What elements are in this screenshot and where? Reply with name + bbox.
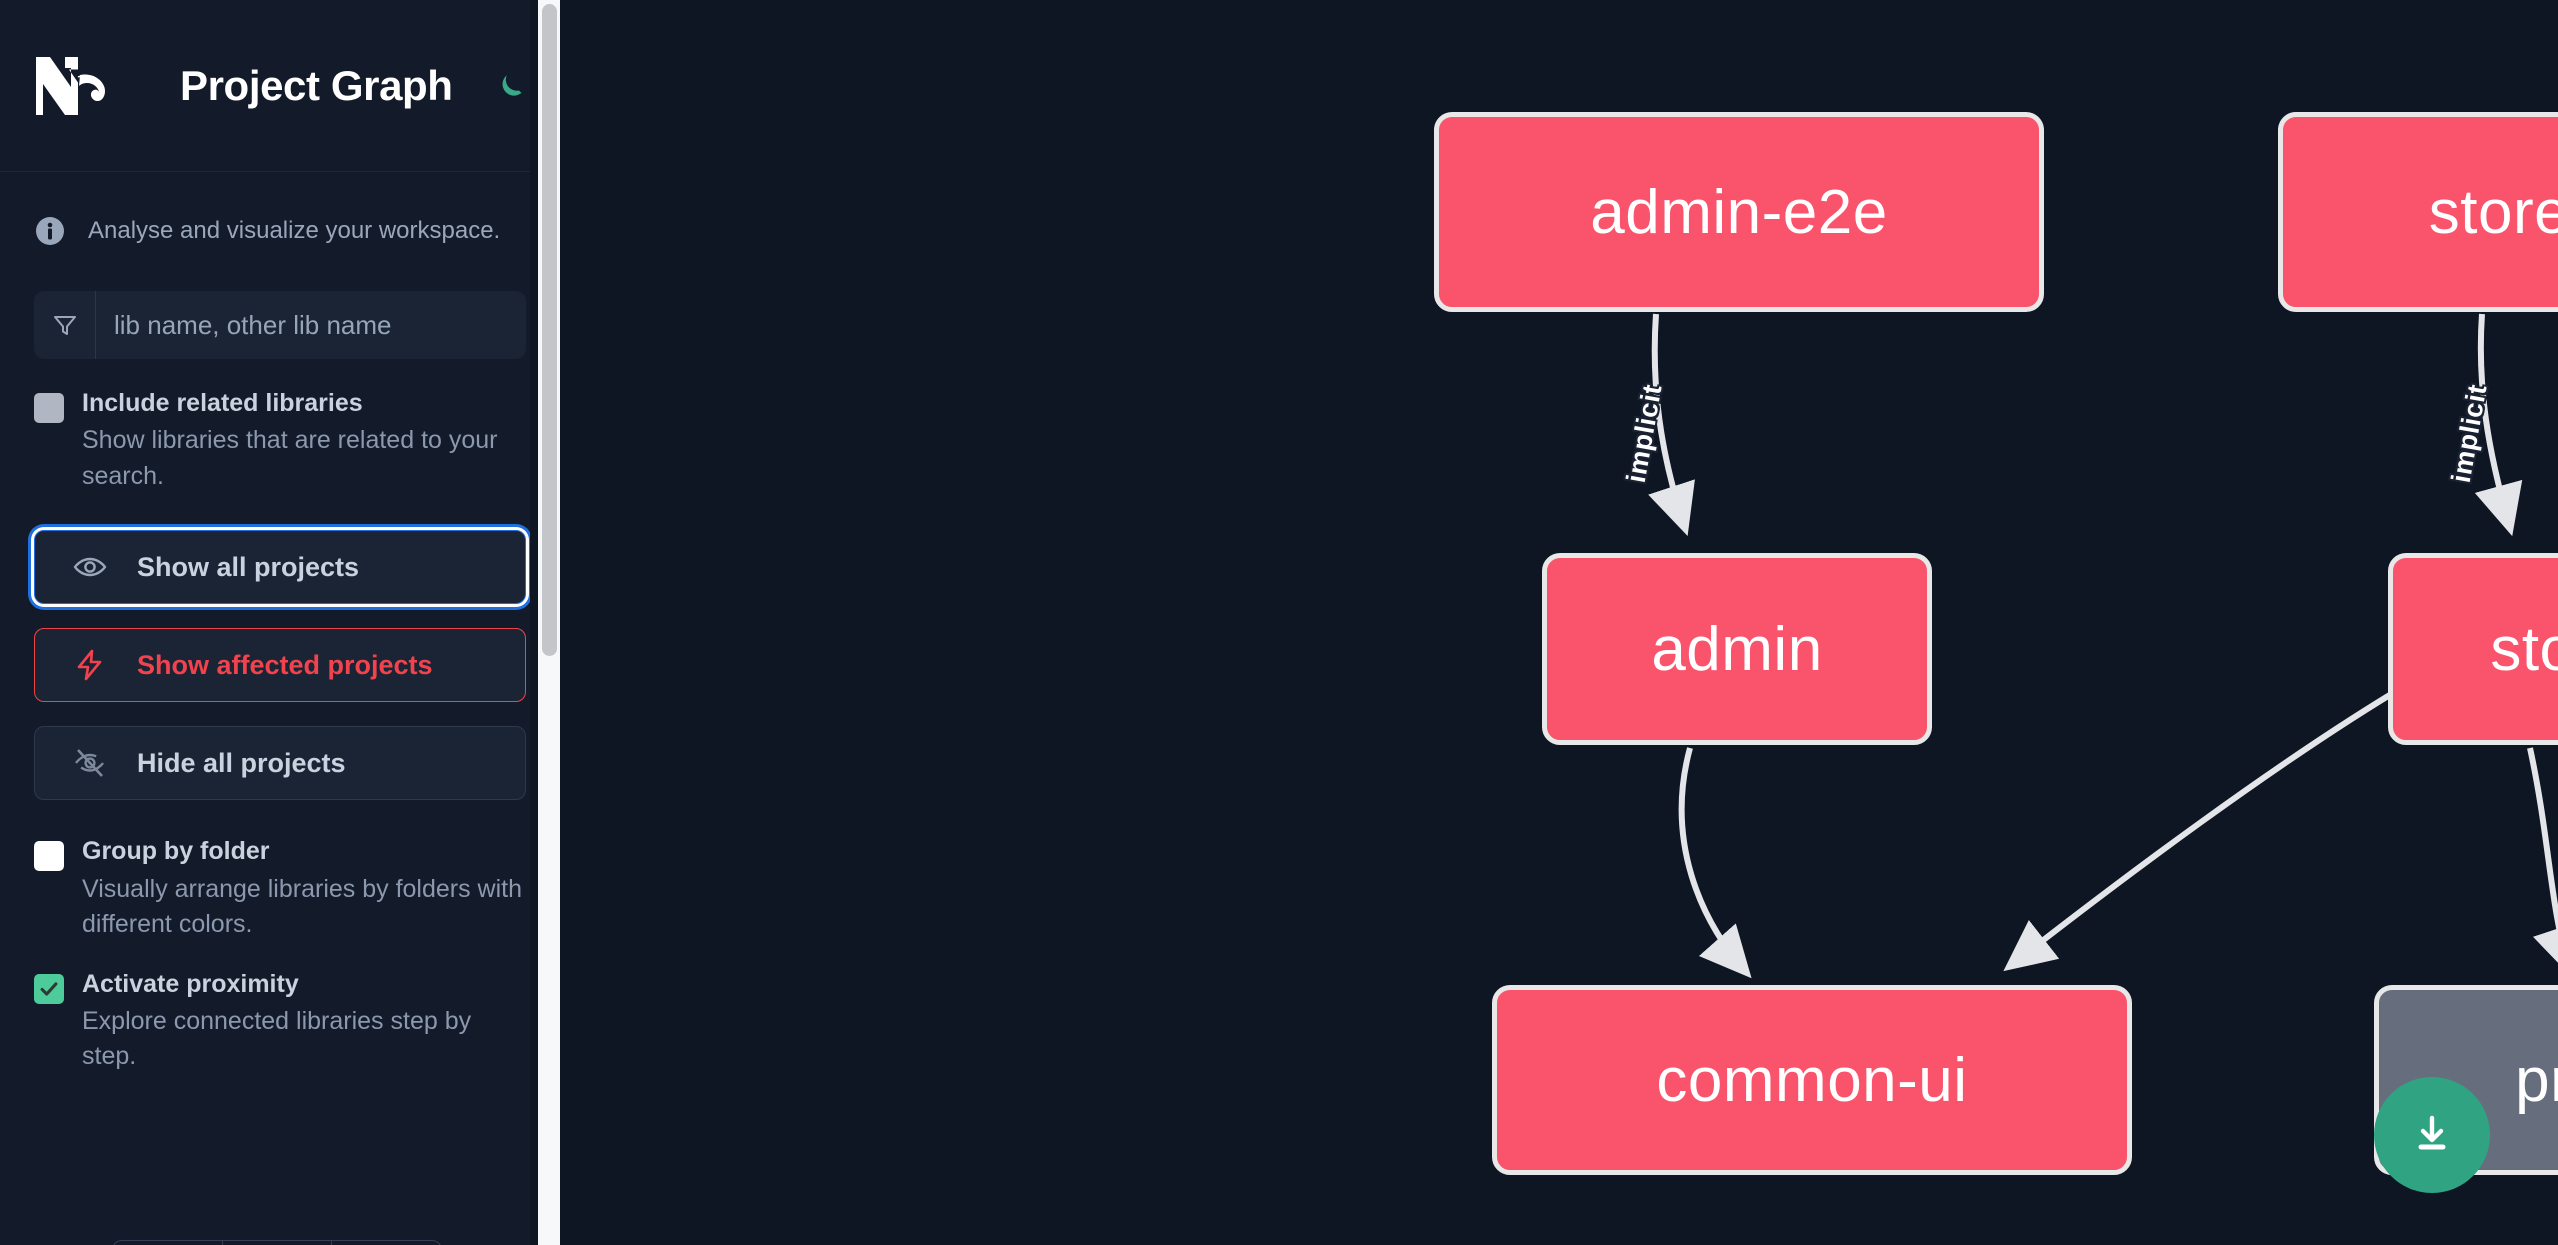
checkbox-include-related-libraries-box[interactable]	[34, 393, 64, 423]
checkbox-activate-proximity-box[interactable]	[34, 973, 64, 1004]
eye-icon	[71, 548, 109, 586]
graph-edges	[1648, 313, 2558, 979]
sidebar-scroll-gutter	[530, 0, 538, 1245]
graph-node-store-e2e[interactable]: store-e2e	[2278, 112, 2558, 312]
checkbox-include-related-libraries-label: Include related libraries	[82, 389, 363, 417]
graph-node-admin[interactable]: admin	[1542, 553, 1932, 745]
filter-section	[0, 247, 560, 359]
checkbox-activate-proximity[interactable]: Activate proximity Explore connected lib…	[0, 943, 560, 1075]
page-title: Project Graph	[180, 61, 453, 109]
graph-node-admin-e2e-label: admin-e2e	[1590, 177, 1888, 247]
show-all-projects-label: Show all projects	[137, 551, 360, 582]
sidebar: Project Graph Analyse and visualize your…	[0, 0, 560, 1245]
checkbox-activate-proximity-label: Activate proximity	[82, 969, 299, 998]
checkbox-include-related-libraries-description: Show libraries that are related to your …	[82, 426, 498, 490]
lightning-icon	[71, 646, 109, 684]
checkbox-include-related-libraries[interactable]: Include related libraries Show libraries…	[0, 359, 560, 494]
filter-box[interactable]	[34, 291, 526, 359]
show-all-projects-button[interactable]: Show all projects	[34, 530, 526, 605]
sidebar-scrollbar[interactable]	[538, 0, 560, 1245]
graph-node-products-label: products	[2515, 1045, 2558, 1115]
sidebar-header: Project Graph	[0, 0, 560, 172]
sidebar-scrollbar-thumb[interactable]	[542, 4, 557, 656]
eye-slash-icon	[71, 744, 109, 782]
proximity-step-increase[interactable]	[332, 1241, 441, 1245]
graph-node-admin-e2e[interactable]: admin-e2e	[1434, 112, 2044, 312]
graph-node-store-label: store	[2490, 614, 2558, 684]
graph-node-products[interactable]: products	[2374, 985, 2558, 1175]
graph-canvas[interactable]: admin-e2e store-e2e admin store common-u…	[560, 0, 2558, 1245]
download-icon	[2408, 1109, 2456, 1162]
graph-node-common-ui-label: common-ui	[1656, 1045, 1968, 1115]
graph-node-store-e2e-label: store-e2e	[2428, 177, 2558, 247]
download-graph-button[interactable]	[2374, 1077, 2490, 1193]
checkbox-group-by-folder-box[interactable]	[34, 841, 64, 872]
checkbox-group-by-folder-label: Group by folder	[82, 837, 270, 866]
proximity-step-value[interactable]	[223, 1241, 333, 1245]
project-visibility-buttons: Show all projects Show affected projects	[0, 494, 560, 801]
hide-all-projects-button[interactable]: Hide all projects	[34, 726, 526, 801]
show-affected-projects-label: Show affected projects	[137, 649, 433, 680]
checkbox-group-by-folder[interactable]: Group by folder Visually arrange librari…	[0, 800, 560, 942]
proximity-step-decrease[interactable]	[113, 1241, 223, 1245]
moon-icon[interactable]	[495, 62, 528, 110]
proximity-step-button-group[interactable]	[112, 1240, 442, 1245]
graph-node-admin-label: admin	[1651, 614, 1823, 684]
checkbox-group-by-folder-description: Visually arrange libraries by folders wi…	[82, 874, 523, 939]
nx-logo-icon	[32, 53, 126, 119]
hide-all-projects-label: Hide all projects	[137, 747, 346, 778]
search-input[interactable]	[96, 291, 526, 359]
checkbox-activate-proximity-description: Explore connected libraries step by step…	[82, 1006, 472, 1071]
graph-node-common-ui[interactable]: common-ui	[1492, 985, 2132, 1175]
show-affected-projects-button[interactable]: Show affected projects	[34, 628, 526, 703]
info-text: Analyse and visualize your workspace.	[88, 217, 501, 244]
funnel-filter-icon	[34, 291, 96, 359]
graph-node-store[interactable]: store	[2388, 553, 2558, 745]
info-banner: Analyse and visualize your workspace.	[0, 172, 560, 247]
info-circle-icon	[34, 215, 66, 247]
